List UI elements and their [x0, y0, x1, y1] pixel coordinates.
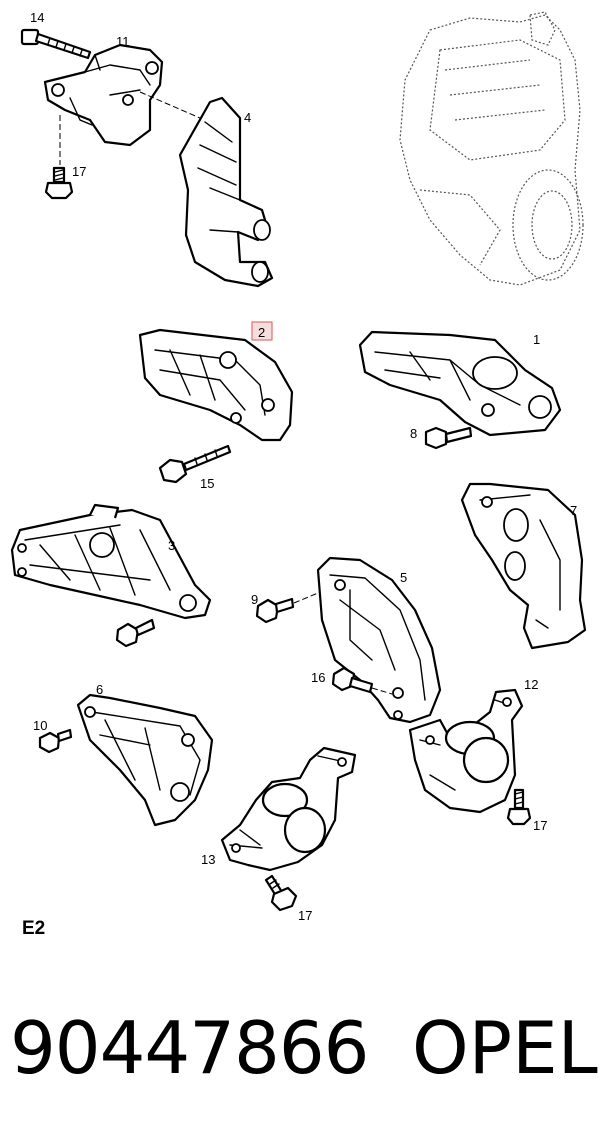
engine-outline	[399, 11, 584, 286]
bracket-3	[10, 503, 212, 620]
callout-6: 6	[96, 682, 103, 697]
bolt-17-bottom	[264, 874, 298, 912]
bracket-6	[76, 693, 214, 827]
callout-16: 16	[311, 670, 325, 685]
bracket-1	[358, 330, 562, 437]
brand-name: OPEL	[412, 1006, 598, 1090]
exploded-parts-diagram: 14 11 4 17 2 1 8 15 7 3 5 9 16 12 6 10 1…	[10, 10, 587, 923]
callout-17-right: 17	[533, 818, 547, 833]
callout-10: 10	[33, 718, 47, 733]
bolt-9	[255, 597, 295, 624]
callout-5: 5	[400, 570, 407, 585]
callout-7: 7	[570, 503, 577, 518]
callout-labels: 14 11 4 17 2 1 8 15 7 3 5 9 16 12 6 10 1…	[30, 10, 577, 923]
callout-11: 11	[116, 34, 130, 49]
engine-mount-12	[408, 688, 524, 814]
bolt-3-small	[115, 618, 156, 648]
bracket-2	[138, 328, 294, 442]
engine-mount-11	[43, 43, 164, 147]
bolt-8	[424, 426, 473, 450]
callout-13: 13	[201, 852, 215, 867]
callout-4: 4	[244, 110, 251, 125]
engine-mount-13	[220, 746, 357, 872]
callout-1: 1	[533, 332, 540, 347]
callout-14: 14	[30, 10, 44, 25]
callout-17-bottom: 17	[298, 908, 312, 923]
section-code: E2	[22, 918, 46, 939]
bolt-10	[38, 728, 73, 754]
callout-2: 2	[258, 325, 265, 340]
bracket-7	[460, 482, 587, 650]
part-number: 90447866	[10, 1006, 369, 1090]
bolt-17-top	[44, 166, 74, 200]
highlight-box-2	[251, 321, 273, 341]
callout-12: 12	[524, 677, 538, 692]
callout-9: 9	[251, 592, 258, 607]
callout-17-top: 17	[72, 164, 86, 179]
callout-15: 15	[200, 476, 214, 491]
bracket-4	[178, 96, 274, 288]
bolt-15	[158, 444, 232, 484]
callout-8: 8	[410, 426, 417, 441]
bracket-5	[316, 556, 442, 724]
bolt-16	[331, 666, 374, 694]
bolt-14	[20, 28, 92, 60]
bolt-17-right	[506, 788, 532, 826]
callout-3: 3	[168, 538, 175, 553]
